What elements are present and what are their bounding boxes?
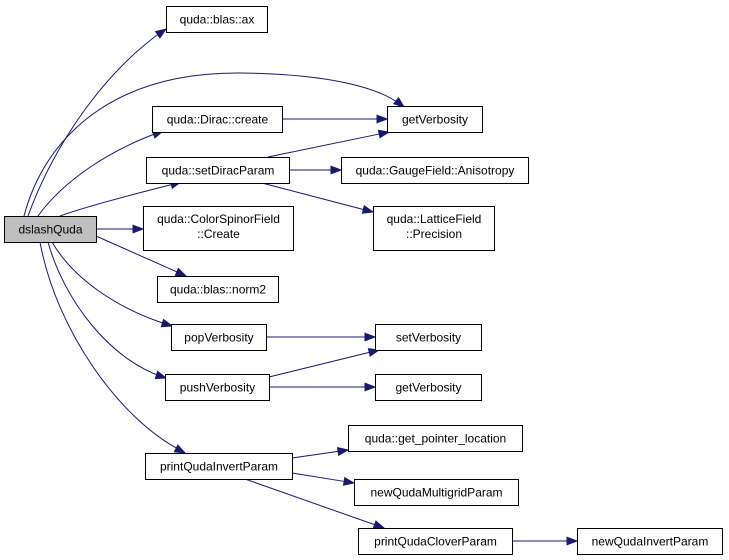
- node-label-precision-2: ::Precision: [406, 227, 462, 241]
- edge-pushverbosity-to-getverbosity-2-arrow: [364, 382, 377, 392]
- node-box-dslashquda: [4, 216, 97, 243]
- edge-printqudacloverparam-to-newqudainvertparam-arrow: [566, 536, 579, 546]
- node-csf-create[interactable]: quda::ColorSpinorField::Create: [143, 206, 294, 251]
- node-box-csf-create: [143, 206, 294, 251]
- edge-dslashquda-to-blas-norm2-arrow: [174, 267, 188, 277]
- edge-dslashquda-to-popverbosity-arrow: [160, 318, 174, 328]
- edge-setdiracparam-to-anisotropy-arrow: [330, 165, 343, 175]
- node-box-setverbosity: [375, 324, 482, 351]
- node-label-setdiracparam: quda::setDiracParam: [162, 164, 275, 178]
- node-anisotropy[interactable]: quda::GaugeField::Anisotropy: [341, 157, 529, 184]
- node-label-dirac-create: quda::Dirac::create: [167, 113, 269, 127]
- node-printqudacloverparam[interactable]: printQudaCloverParam: [358, 528, 513, 555]
- node-pushverbosity[interactable]: pushVerbosity: [165, 374, 270, 401]
- edge-dslashquda-to-printqudainvertparam: [39, 241, 183, 452]
- edge-dslashquda-to-getverbosity-1: [23, 72, 402, 217]
- node-newqudainvertparam[interactable]: newQudaInvertParam: [577, 528, 723, 555]
- node-dirac-create[interactable]: quda::Dirac::create: [152, 106, 283, 133]
- edge-printqudainvertparam-to-get-pointer-location-arrow: [336, 447, 350, 456]
- node-label-getverbosity-1: getVerbosity: [402, 113, 468, 127]
- node-box-getverbosity-1: [387, 106, 483, 133]
- node-label-precision-1: quda::LatticeField: [387, 212, 482, 226]
- edge-dslashquda-to-popverbosity: [51, 241, 170, 326]
- node-label-anisotropy: quda::GaugeField::Anisotropy: [356, 164, 515, 178]
- edge-dslashquda-to-blas-norm2: [95, 235, 178, 273]
- node-printqudainvertparam[interactable]: printQudaInvertParam: [145, 453, 293, 480]
- edge-dslashquda-to-getverbosity-1-arrow: [392, 96, 406, 108]
- node-box-blas-ax: [166, 6, 268, 33]
- node-box-printqudainvertparam: [145, 453, 293, 480]
- node-label-get-pointer-location: quda::get_pointer_location: [365, 432, 506, 446]
- edge-dslashquda-to-csf-create-arrow: [132, 224, 145, 234]
- node-box-precision: [373, 206, 495, 251]
- edge-layer: [23, 28, 579, 546]
- node-label-getverbosity-2: getVerbosity: [395, 381, 461, 395]
- edge-dslashquda-to-printqudainvertparam-arrow: [173, 444, 187, 454]
- edge-popverbosity-to-setverbosity-arrow: [364, 332, 377, 342]
- node-popverbosity[interactable]: popVerbosity: [171, 324, 267, 351]
- node-dslashquda[interactable]: dslashQuda: [4, 216, 97, 243]
- node-box-get-pointer-location: [348, 425, 523, 452]
- node-box-anisotropy: [341, 157, 529, 184]
- edge-printqudainvertparam-to-newqudamultigridparam-arrow: [342, 476, 356, 486]
- edge-printqudainvertparam-to-newqudamultigridparam: [291, 472, 346, 483]
- edge-setdiracparam-to-precision-arrow: [361, 204, 375, 214]
- node-setdiracparam[interactable]: quda::setDiracParam: [146, 157, 290, 184]
- node-precision[interactable]: quda::LatticeField::Precision: [373, 206, 495, 251]
- node-layer: dslashQuda quda::blas::axquda::Dirac::cre…: [4, 6, 723, 555]
- node-label-newqudainvertparam: newQudaInvertParam: [592, 535, 709, 549]
- node-box-blas-norm2: [157, 276, 279, 303]
- edge-pushverbosity-to-setverbosity: [268, 351, 371, 378]
- node-label-csf-create-1: quda::ColorSpinorField: [157, 212, 280, 226]
- node-box-printqudacloverparam: [358, 528, 513, 555]
- node-box-newqudamultigridparam: [354, 479, 519, 506]
- node-label-printqudacloverparam: printQudaCloverParam: [374, 535, 497, 549]
- node-get-pointer-location[interactable]: quda::get_pointer_location: [348, 425, 523, 452]
- edge-dslashquda-to-setdiracparam: [59, 182, 179, 217]
- node-box-pushverbosity: [165, 374, 270, 401]
- edge-printqudainvertparam-to-get-pointer-location: [291, 450, 340, 459]
- node-label-blas-ax: quda::blas::ax: [180, 13, 255, 27]
- edge-dslashquda-to-blas-ax: [27, 29, 165, 217]
- node-box-newqudainvertparam: [577, 528, 723, 555]
- edge-printqudainvertparam-to-printqudacloverparam-arrow: [372, 520, 386, 529]
- edge-dslashquda-to-pushverbosity-arrow: [154, 370, 168, 380]
- node-label-popverbosity: popVerbosity: [184, 331, 253, 345]
- edge-printqudainvertparam-to-printqudacloverparam: [244, 478, 376, 526]
- node-box-popverbosity: [171, 324, 267, 351]
- edge-dslashquda-to-blas-ax-arrow: [154, 28, 168, 39]
- node-label-printqudainvertparam: printQudaInvertParam: [160, 460, 278, 474]
- node-label-setverbosity: setVerbosity: [396, 331, 461, 345]
- edge-setdiracparam-to-precision: [261, 182, 365, 211]
- node-newqudamultigridparam[interactable]: newQudaMultigridParam: [354, 479, 519, 506]
- node-setverbosity[interactable]: setVerbosity: [375, 324, 482, 351]
- node-label-csf-create-2: ::Create: [197, 227, 240, 241]
- node-label-pushverbosity: pushVerbosity: [180, 381, 255, 395]
- node-blas-norm2[interactable]: quda::blas::norm2: [157, 276, 279, 303]
- edge-dslashquda-to-pushverbosity: [47, 241, 164, 378]
- edge-dirac-create-to-getverbosity-1-arrow: [376, 114, 389, 124]
- node-getverbosity-2[interactable]: getVerbosity: [375, 374, 482, 401]
- node-box-dirac-create: [152, 106, 283, 133]
- node-box-setdiracparam: [146, 157, 290, 184]
- node-label-dslashquda: dslashQuda: [18, 223, 82, 237]
- node-blas-ax[interactable]: quda::blas::ax: [166, 6, 268, 33]
- edge-setdiracparam-to-getverbosity-1: [267, 133, 381, 158]
- node-label-blas-norm2: quda::blas::norm2: [170, 283, 266, 297]
- node-label-newqudamultigridparam: newQudaMultigridParam: [370, 486, 502, 500]
- edge-dslashquda-to-dirac-create: [37, 131, 161, 217]
- node-box-getverbosity-2: [375, 374, 482, 401]
- edge-setdiracparam-to-getverbosity-1-arrow: [377, 129, 391, 139]
- node-getverbosity-1[interactable]: getVerbosity: [387, 106, 483, 133]
